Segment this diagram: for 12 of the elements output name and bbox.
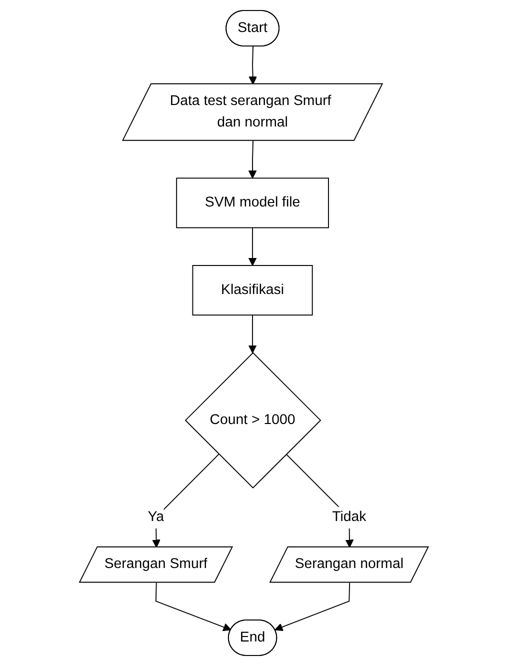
arrow	[155, 582, 231, 632]
arrow	[248, 46, 257, 85]
arrow	[248, 140, 256, 179]
node-diamond: Count > 1000	[184, 352, 321, 488]
node-box: SVM model file	[176, 178, 329, 228]
arrow	[152, 454, 219, 548]
arrow	[274, 582, 350, 632]
arrow	[248, 227, 256, 266]
node-box: Klasifikasi	[192, 265, 312, 316]
edge-label: Ya	[147, 508, 164, 525]
arrow	[248, 314, 256, 354]
edge-label: Tidak	[332, 508, 366, 525]
